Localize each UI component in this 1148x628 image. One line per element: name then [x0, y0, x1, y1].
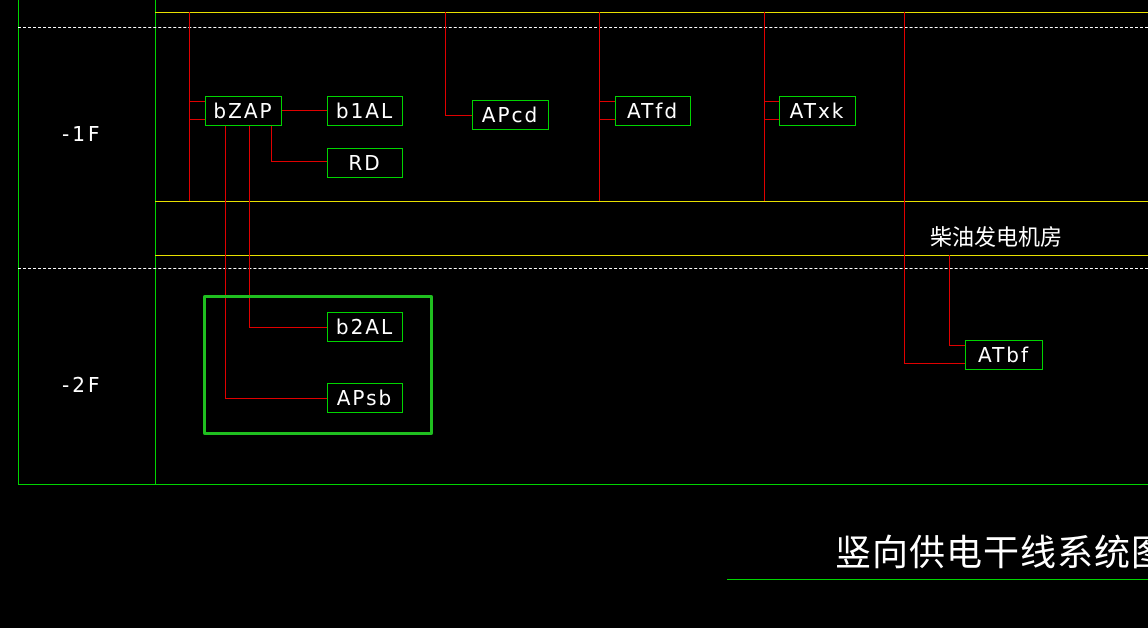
- feeder-bzap-apsb-h: [225, 398, 328, 399]
- floor-band-upper: [155, 201, 1148, 202]
- floor-column-divider: [155, 0, 156, 485]
- left-border-line: [18, 0, 19, 485]
- feeder-atfd-2: [599, 119, 616, 120]
- panel-b2al: b2AL: [327, 312, 403, 342]
- feeder-bzap-b2al-h: [249, 327, 328, 328]
- drawing-title: 竖向供电干线系统图: [835, 533, 1148, 574]
- feeder-apcd: [445, 115, 473, 116]
- riser-atfd: [599, 12, 600, 201]
- riser-apcd: [445, 12, 446, 115]
- panel-rd: RD: [327, 148, 403, 178]
- panel-atfd: ATfd: [615, 96, 691, 126]
- floor-level-line-b1: [18, 27, 1148, 28]
- panel-atxk: ATxk: [779, 96, 856, 126]
- bottom-border-line: [18, 484, 1148, 485]
- floor-label-b2: -2F: [62, 373, 103, 397]
- feeder-atbf-inner: [949, 345, 966, 346]
- feeder-bzap-b2al-v: [249, 125, 250, 327]
- feeder-atxk-1: [764, 101, 780, 102]
- feeder-bzap-b1al: [281, 110, 328, 111]
- floor-band-top: [155, 12, 1148, 13]
- title-underline: [727, 579, 1148, 580]
- panel-bzap: bZAP: [205, 96, 282, 126]
- panel-atbf: ATbf: [965, 340, 1043, 370]
- panel-b1al: b1AL: [327, 96, 403, 126]
- floor-label-b1: -1F: [62, 122, 103, 146]
- riser-main-1: [189, 12, 190, 201]
- floor-level-line-b2: [18, 268, 1148, 269]
- feeder-bzap-apsb-v: [225, 125, 226, 398]
- riser-atbf-outer: [904, 12, 905, 363]
- feeder-to-bzap-2: [189, 119, 206, 120]
- floor-band-lower: [155, 255, 1148, 256]
- feeder-atxk-2: [764, 119, 780, 120]
- feeder-atbf-outer: [904, 363, 966, 364]
- feeder-bzap-rd-h: [271, 161, 328, 162]
- riser-atbf-inner: [949, 255, 950, 345]
- panel-apcd: APcd: [472, 100, 549, 130]
- feeder-bzap-rd-v: [271, 125, 272, 161]
- feeder-atfd-1: [599, 101, 616, 102]
- panel-apsb: APsb: [327, 383, 403, 413]
- highlight-frame: [203, 295, 433, 435]
- riser-atxk: [764, 12, 765, 201]
- generator-room-label: 柴油发电机房: [930, 226, 1063, 251]
- feeder-to-bzap-1: [189, 101, 206, 102]
